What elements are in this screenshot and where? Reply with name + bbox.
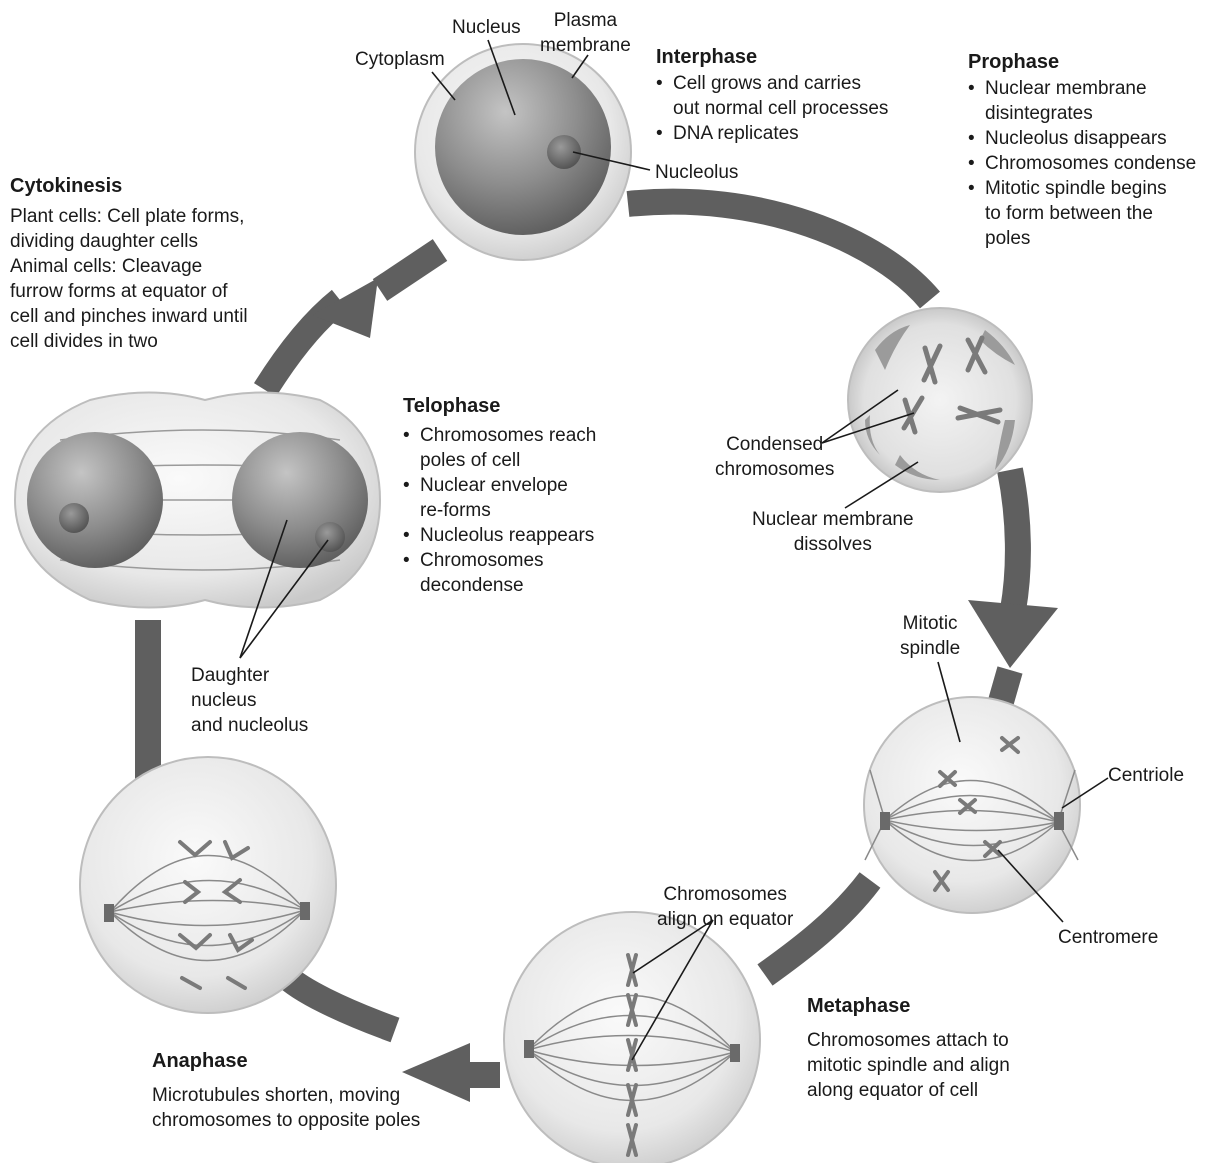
arrow-metaphase-stub <box>1000 670 1010 705</box>
centriole <box>1054 812 1064 830</box>
prophase-cell <box>848 308 1032 492</box>
label-line: Mitotic <box>900 611 960 636</box>
centriole <box>300 902 310 920</box>
centriole <box>104 904 114 922</box>
label-line: Plasma <box>540 8 631 33</box>
metaphase-cell <box>864 697 1080 913</box>
label-nucleolus: Nucleolus <box>655 160 738 185</box>
label-plasma-membrane: Plasma membrane <box>540 8 631 58</box>
metaphase-title: Metaphase <box>807 992 1010 1020</box>
label-centromere: Centromere <box>1058 925 1158 950</box>
metaphase-line: mitotic spindle and align <box>807 1053 1010 1078</box>
arrow-prophase-to-metaphase <box>1010 470 1018 610</box>
anaphase-text: Anaphase Microtubules shorten, moving ch… <box>152 1047 420 1133</box>
telophase-title: Telophase <box>403 392 596 420</box>
cytokinesis-title: Cytokinesis <box>10 172 248 200</box>
label-line: membrane <box>540 33 631 58</box>
label-line: align on equator <box>657 907 793 932</box>
label-nucleus: Nucleus <box>452 15 521 40</box>
interphase-cell <box>415 44 631 260</box>
daughter-nucleolus <box>59 503 89 533</box>
cytokinesis-line: cell and pinches inward until <box>10 304 248 329</box>
interphase-title: Interphase <box>656 43 888 71</box>
arrow-upper-left <box>380 250 440 290</box>
label-centriole: Centriole <box>1108 763 1184 788</box>
daughter-nucleus <box>27 432 163 568</box>
cytokinesis-line: dividing daughter cells <box>10 229 248 254</box>
anaphase-line: chromosomes to opposite poles <box>152 1108 420 1133</box>
centriole <box>730 1044 740 1062</box>
interphase-nucleus <box>435 59 611 235</box>
label-daughter-nucleus: Daughter nucleus and nucleolus <box>191 663 308 738</box>
label-nuclear-membrane-dissolves: Nuclear membrane dissolves <box>752 507 914 557</box>
interphase-bullet: DNA replicates <box>656 121 888 146</box>
prophase-title: Prophase <box>968 48 1196 76</box>
arrow-anaphase-to-telophase <box>285 975 395 1030</box>
cytokinesis-line: furrow forms at equator of <box>10 279 248 304</box>
prophase-bullet: Nucleolus disappears <box>968 126 1196 151</box>
label-line: Daughter <box>191 663 308 688</box>
anaphase-cell <box>80 757 336 1013</box>
anaphase-title: Anaphase <box>152 1047 420 1075</box>
metaphase-text: Metaphase Chromosomes attach to mitotic … <box>807 992 1010 1103</box>
label-line: Nuclear membrane <box>752 507 914 532</box>
label-chromosomes-align: Chromosomes align on equator <box>657 882 793 932</box>
label-cytoplasm: Cytoplasm <box>355 47 445 72</box>
centriole <box>880 812 890 830</box>
label-line: Chromosomes <box>657 882 793 907</box>
label-condensed-chromosomes: Condensed chromosomes <box>715 432 834 482</box>
label-line: spindle <box>900 636 960 661</box>
cytokinesis-line: Animal cells: Cleavage <box>10 254 248 279</box>
label-line: dissolves <box>752 532 914 557</box>
daughter-nucleus <box>232 432 368 568</box>
daughter-nucleolus <box>315 522 345 552</box>
cytokinesis-text: Cytokinesis Plant cells: Cell plate form… <box>10 172 248 354</box>
label-mitotic-spindle: Mitotic spindle <box>900 611 960 661</box>
prophase-text: Prophase Nuclear membranedisintegrates N… <box>968 48 1196 251</box>
label-line: chromosomes <box>715 457 834 482</box>
cytokinesis-line: Plant cells: Cell plate forms, <box>10 204 248 229</box>
label-line: Condensed <box>715 432 834 457</box>
prophase-bullet: Nuclear membranedisintegrates <box>968 76 1196 126</box>
metaphase-line: along equator of cell <box>807 1078 1010 1103</box>
label-line: nucleus <box>191 688 308 713</box>
arrow-interphase-to-prophase <box>628 202 930 300</box>
centriole <box>524 1040 534 1058</box>
anaphase-line: Microtubules shorten, moving <box>152 1083 420 1108</box>
label-line: and nucleolus <box>191 713 308 738</box>
telophase-cell <box>15 393 380 608</box>
metaphase-line: Chromosomes attach to <box>807 1028 1010 1053</box>
cytokinesis-line: cell divides in two <box>10 329 248 354</box>
arrowhead-to-metaphase <box>968 600 1058 668</box>
equator-cell <box>504 912 760 1163</box>
telophase-bullet: Nucleolus reappears <box>403 523 596 548</box>
prophase-bullet: Chromosomes condense <box>968 151 1196 176</box>
